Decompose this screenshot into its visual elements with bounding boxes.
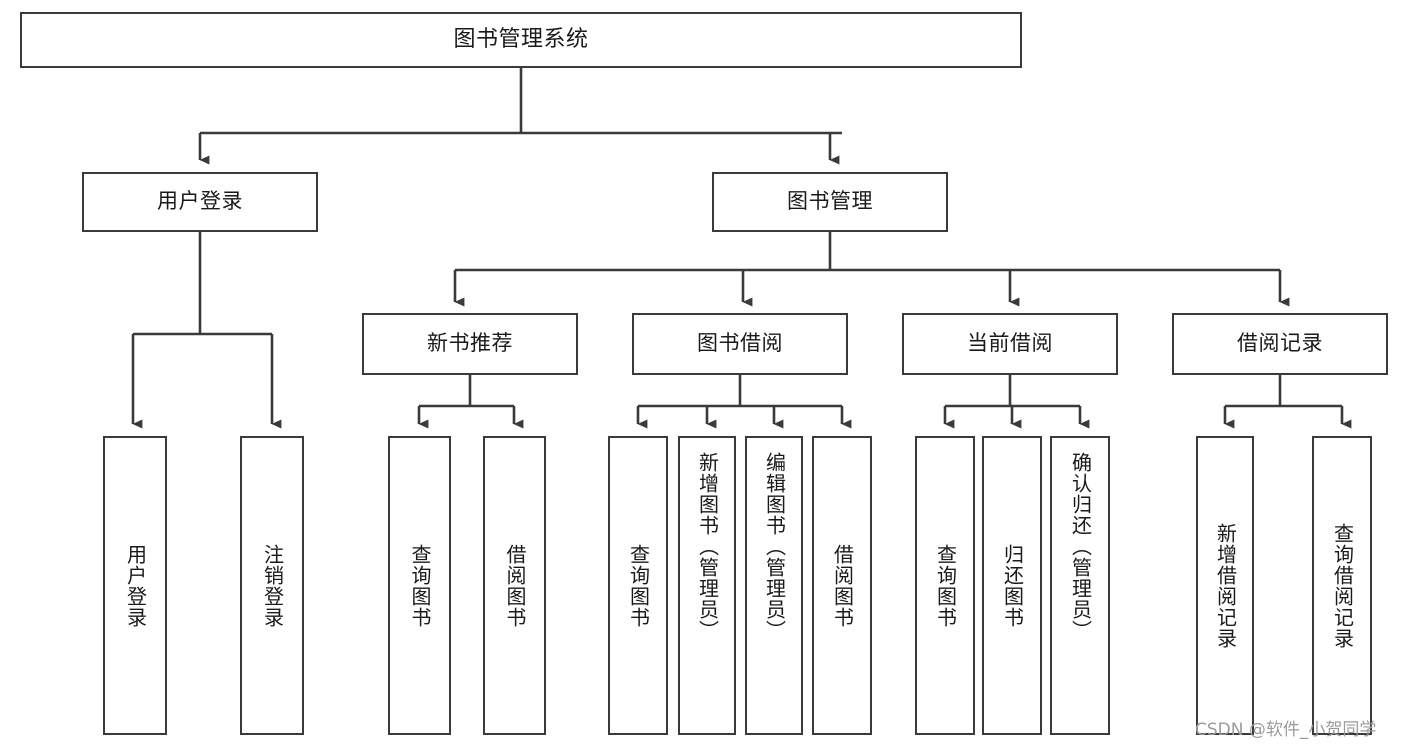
node-leaf-query-borrow-record-label: 查询借阅记录 [1330, 522, 1355, 649]
watermark-text: CSDN @软件_小贺同学 [1195, 720, 1377, 740]
node-root-system[interactable]: 图书管理系统 [20, 12, 1022, 68]
node-leaf-edit-book-admin[interactable]: 编辑图书（管理员） [745, 436, 803, 735]
node-leaf-confirm-return-admin-label: 确认归还（管理员） [1068, 452, 1093, 641]
node-borrow-record[interactable]: 借阅记录 [1172, 313, 1388, 375]
node-book-borrow[interactable]: 图书借阅 [632, 313, 848, 375]
node-book-management-label: 图书管理 [787, 189, 873, 214]
node-user-login[interactable]: 用户登录 [82, 172, 318, 232]
node-current-borrow[interactable]: 当前借阅 [902, 313, 1118, 375]
node-leaf-confirm-return-admin[interactable]: 确认归还（管理员） [1050, 436, 1110, 735]
node-new-book-recommend[interactable]: 新书推荐 [362, 313, 578, 375]
node-leaf-query-book-borrow-label: 查询图书 [626, 543, 651, 628]
node-leaf-user-login[interactable]: 用户登录 [103, 436, 167, 735]
node-book-borrow-label: 图书借阅 [697, 331, 783, 356]
node-leaf-query-book-recommend-label: 查询图书 [408, 543, 432, 628]
node-leaf-query-book-borrow[interactable]: 查询图书 [608, 436, 668, 735]
node-borrow-record-label: 借阅记录 [1237, 331, 1323, 356]
node-leaf-logout[interactable]: 注销登录 [240, 436, 304, 735]
node-leaf-borrow-book-borrow[interactable]: 借阅图书 [812, 436, 872, 735]
node-book-management[interactable]: 图书管理 [712, 172, 948, 232]
node-leaf-query-borrow-record[interactable]: 查询借阅记录 [1312, 436, 1372, 735]
node-new-book-recommend-label: 新书推荐 [427, 331, 513, 356]
node-leaf-add-book-admin[interactable]: 新增图书（管理员） [678, 436, 736, 735]
node-leaf-borrow-book-recommend-label: 借阅图书 [503, 543, 527, 628]
node-leaf-query-book-current[interactable]: 查询图书 [915, 436, 975, 735]
node-leaf-add-book-admin-label: 新增图书（管理员） [695, 452, 720, 641]
node-root-system-label: 图书管理系统 [453, 26, 589, 52]
node-leaf-return-book[interactable]: 归还图书 [982, 436, 1042, 735]
node-leaf-edit-book-admin-label: 编辑图书（管理员） [762, 452, 787, 641]
node-leaf-logout-label: 注销登录 [260, 543, 285, 628]
node-leaf-return-book-label: 归还图书 [1000, 543, 1025, 628]
node-leaf-user-login-label: 用户登录 [123, 543, 148, 628]
node-leaf-query-book-recommend[interactable]: 查询图书 [388, 436, 451, 735]
node-leaf-add-borrow-record-label: 新增借阅记录 [1213, 522, 1238, 649]
node-leaf-add-borrow-record[interactable]: 新增借阅记录 [1196, 436, 1254, 735]
node-leaf-borrow-book-recommend[interactable]: 借阅图书 [483, 436, 546, 735]
node-current-borrow-label: 当前借阅 [967, 331, 1053, 356]
node-leaf-borrow-book-borrow-label: 借阅图书 [830, 543, 855, 628]
node-leaf-query-book-current-label: 查询图书 [933, 543, 958, 628]
node-user-login-label: 用户登录 [157, 189, 243, 214]
